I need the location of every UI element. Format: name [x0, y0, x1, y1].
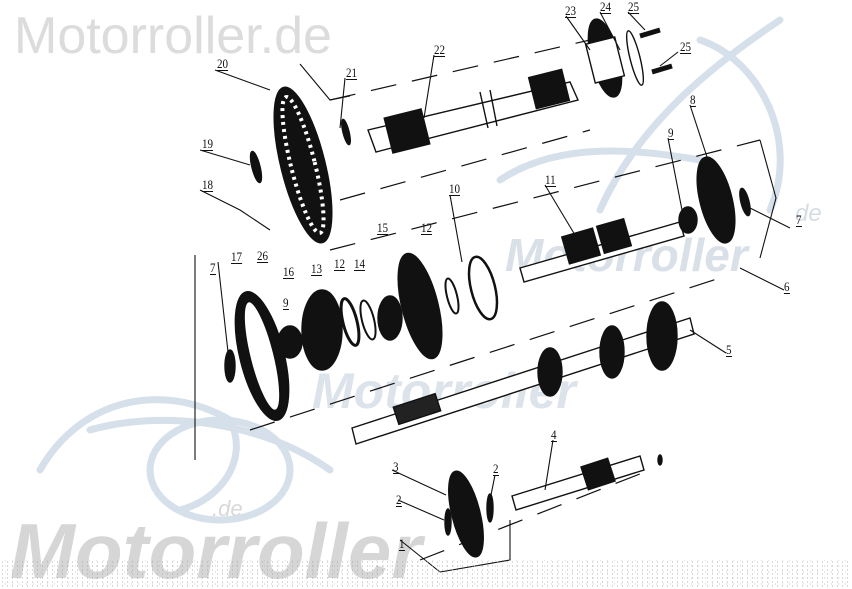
callout-part-7a[interactable]: 7: [796, 212, 802, 227]
shaft-5: [351, 301, 695, 445]
callout-part-11[interactable]: 11: [545, 172, 556, 187]
callout-part-2b[interactable]: 2: [493, 461, 499, 476]
callout-part-14[interactable]: 14: [354, 256, 366, 271]
shaft-4: [511, 454, 663, 511]
screw-25: [639, 27, 673, 75]
clip-21: [341, 118, 351, 146]
callout-part-17[interactable]: 17: [231, 249, 243, 264]
callout-part-8[interactable]: 8: [690, 92, 696, 107]
callout-part-6[interactable]: 6: [784, 279, 790, 294]
callout-part-4[interactable]: 4: [551, 427, 557, 442]
washer-7: [739, 187, 751, 217]
callout-part-1[interactable]: 1: [399, 536, 405, 551]
watermark-top: Motorroller.de: [14, 7, 332, 65]
callout-part-12b[interactable]: 12: [334, 256, 346, 271]
callout-part-10[interactable]: 10: [449, 181, 461, 196]
gear-10: [467, 255, 499, 321]
watermark-middle-suffix: de: [795, 200, 822, 227]
scan-noise-strip: [0, 560, 852, 589]
washer-2: [486, 493, 494, 523]
gear-16: [301, 289, 343, 371]
callout-part-23[interactable]: 23: [565, 3, 577, 18]
callout-part-7b[interactable]: 7: [210, 260, 216, 275]
callout-part-25a[interactable]: 25: [628, 0, 640, 14]
callout-part-20[interactable]: 20: [217, 56, 229, 71]
callout-part-9a[interactable]: 9: [668, 125, 674, 140]
callout-part-18[interactable]: 18: [202, 177, 214, 192]
gear-on-shaft-5a: [537, 347, 563, 397]
callout-part-16[interactable]: 16: [283, 264, 295, 279]
callout-part-22[interactable]: 22: [434, 42, 446, 57]
gear-8: [696, 156, 736, 244]
gear-on-shaft-5c: [646, 301, 678, 371]
callout-part-15[interactable]: 15: [377, 220, 389, 235]
shaft-22: [367, 68, 579, 154]
gear-3: [448, 470, 484, 558]
callout-part-9b[interactable]: 9: [283, 295, 289, 310]
callout-part-19[interactable]: 19: [202, 136, 214, 151]
shaft-11: [519, 217, 685, 283]
gear-15: [397, 252, 443, 360]
gear-on-shaft-5b: [599, 325, 625, 379]
washer-13: [339, 297, 361, 347]
callout-part-24[interactable]: 24: [600, 0, 612, 14]
washer-12: [444, 277, 460, 315]
assembly-guide-lines: [249, 39, 761, 561]
callout-part-26[interactable]: 26: [257, 248, 269, 263]
gear-14: [377, 295, 403, 341]
washer-2: [444, 508, 452, 536]
gear-20: [273, 86, 333, 244]
washer-12: [359, 299, 377, 341]
gear-23-flange-24: [584, 18, 645, 98]
callout-part-12a[interactable]: 12: [421, 220, 433, 235]
callout-leader-lines: [194, 11, 791, 573]
callout-part-3[interactable]: 3: [393, 459, 399, 474]
callout-part-13[interactable]: 13: [311, 261, 323, 276]
washer-19: [249, 150, 263, 184]
bearing-9: [678, 206, 698, 234]
callout-part-21[interactable]: 21: [346, 65, 358, 80]
callout-part-2a[interactable]: 2: [396, 492, 402, 507]
callout-part-25b[interactable]: 25: [680, 39, 692, 54]
callout-part-5[interactable]: 5: [726, 342, 732, 357]
